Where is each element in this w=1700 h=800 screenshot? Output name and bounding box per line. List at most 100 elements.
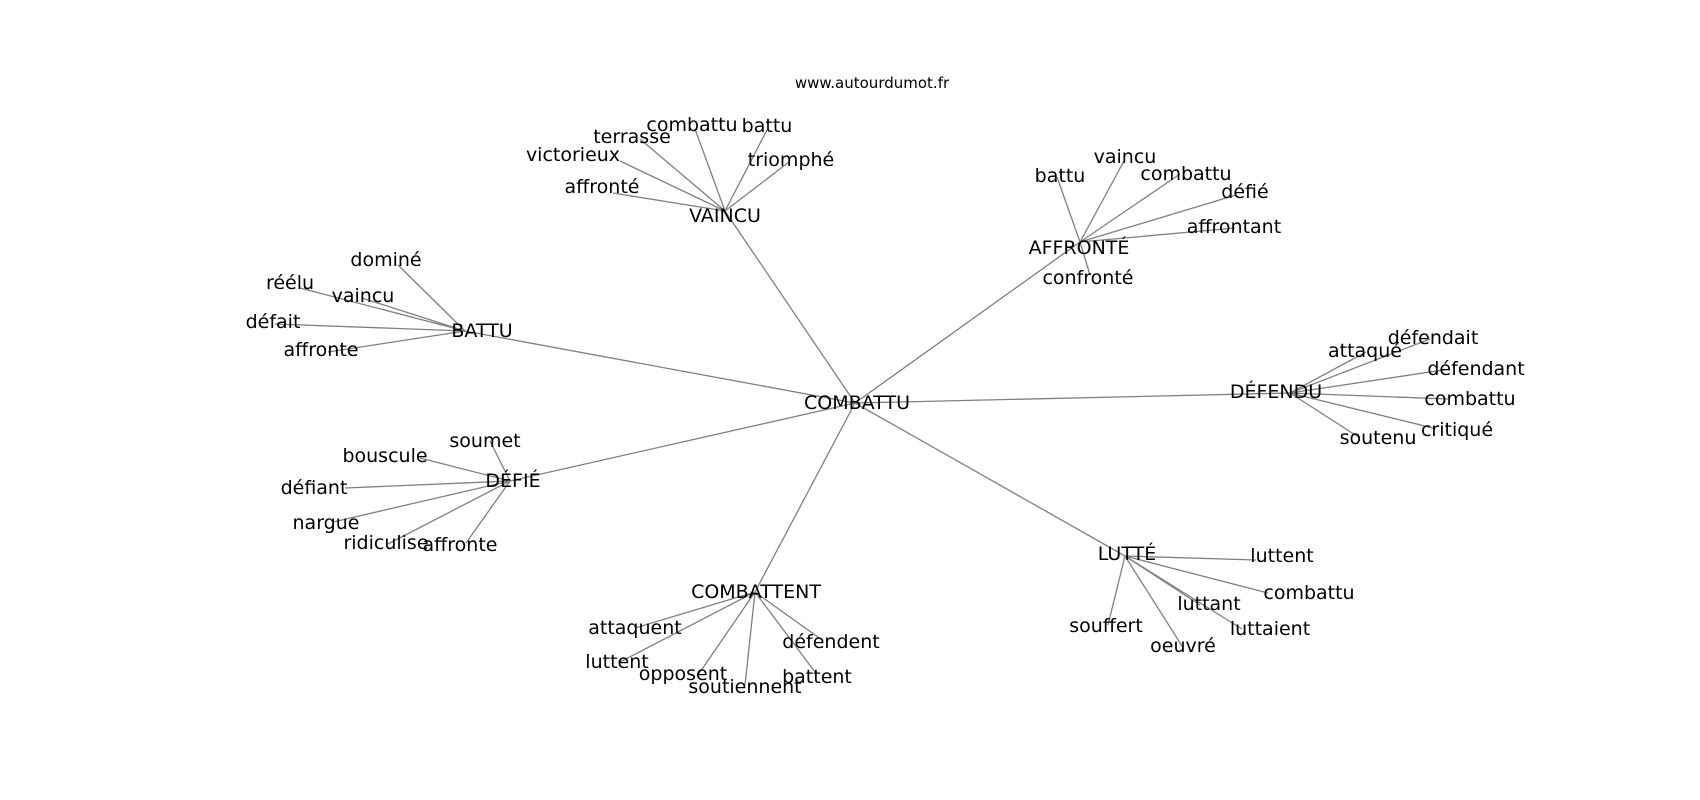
- leaf-node-battu-0[interactable]: dominé: [350, 249, 421, 271]
- edge-battu-1: [299, 287, 466, 332]
- edge-combattent-1: [619, 591, 756, 663]
- leaf-node-vaincu-4[interactable]: triomphé: [748, 149, 834, 171]
- edge-vaincu-3: [619, 160, 726, 212]
- leaf-node-battu-1[interactable]: réélu: [266, 272, 314, 294]
- site-url: www.autourdumot.fr: [795, 74, 950, 92]
- edge-defendu-5: [1289, 392, 1361, 439]
- edge-lutte-4: [1107, 555, 1126, 626]
- edge-defie-4: [387, 480, 511, 545]
- leaf-node-lutte-5[interactable]: oeuvré: [1150, 635, 1216, 657]
- leaf-node-combattent-0[interactable]: attaquent: [588, 617, 681, 639]
- edge-battu-4: [327, 330, 466, 353]
- edge-center-vaincu: [724, 210, 856, 404]
- edge-lutte-0: [1124, 555, 1257, 561]
- leaf-node-defie-2[interactable]: défiant: [281, 477, 348, 499]
- leaf-node-lutte-2[interactable]: luttant: [1177, 593, 1240, 615]
- leaf-node-vaincu-0[interactable]: combattu: [646, 114, 737, 136]
- edge-combattent-0: [634, 591, 756, 629]
- edge-center-lutte: [854, 402, 1126, 557]
- edge-defie-5: [465, 480, 511, 544]
- leaf-node-lutte-3[interactable]: luttaient: [1230, 618, 1310, 640]
- edge-defendu-0: [1289, 338, 1431, 394]
- hub-node-vaincu[interactable]: VAINCU: [689, 205, 761, 227]
- edge-battu-2: [361, 297, 466, 332]
- edge-affronte-5: [1079, 241, 1091, 276]
- leaf-node-defendu-5[interactable]: soutenu: [1340, 427, 1417, 449]
- edge-defie-1: [419, 457, 511, 482]
- edge-vaincu-2: [639, 138, 726, 212]
- edge-combattent-4: [754, 591, 823, 641]
- leaf-node-affronte-3[interactable]: défié: [1221, 181, 1268, 203]
- leaf-node-battu-4[interactable]: affronte: [284, 339, 359, 361]
- leaf-node-defendu-3[interactable]: combattu: [1424, 388, 1515, 410]
- leaf-node-defendu-2[interactable]: défendant: [1427, 358, 1524, 380]
- edge-vaincu-0: [694, 128, 726, 212]
- leaf-node-lutte-0[interactable]: luttent: [1250, 545, 1313, 567]
- leaf-node-vaincu-2[interactable]: terrasse: [593, 126, 671, 148]
- edge-combattent-3: [744, 591, 756, 686]
- edge-center-defendu: [854, 392, 1291, 404]
- leaf-node-affronte-2[interactable]: combattu: [1140, 163, 1231, 185]
- hub-node-defie[interactable]: DÉFIÉ: [485, 469, 540, 492]
- leaf-node-defie-4[interactable]: ridiculise: [343, 532, 428, 554]
- leaf-node-vaincu-5[interactable]: affronté: [565, 176, 640, 198]
- leaf-node-affronte-1[interactable]: vaincu: [1094, 146, 1157, 168]
- leaf-node-defie-0[interactable]: soumet: [449, 430, 520, 452]
- leaf-node-vaincu-1[interactable]: battu: [742, 115, 793, 137]
- hub-node-battu[interactable]: BATTU: [451, 320, 512, 342]
- leaf-node-lutte-1[interactable]: combattu: [1263, 582, 1354, 604]
- edge-affronte-4: [1079, 227, 1236, 243]
- edge-lutte-5: [1124, 555, 1183, 647]
- edge-defie-0: [489, 440, 511, 482]
- edge-affronte-2: [1079, 173, 1181, 243]
- leaf-node-combattent-4[interactable]: défendent: [782, 631, 879, 653]
- edge-defie-2: [344, 480, 511, 489]
- edge-defendu-1: [1289, 351, 1367, 394]
- hub-node-affronte[interactable]: AFFRONTÉ: [1029, 236, 1130, 259]
- edge-lutte-1: [1124, 555, 1269, 594]
- edge-combattent-2: [697, 591, 756, 676]
- leaf-node-battu-3[interactable]: défait: [246, 311, 301, 333]
- edge-vaincu-4: [724, 161, 790, 212]
- leaf-node-combattent-5[interactable]: battent: [782, 666, 852, 688]
- edge-battu-3: [274, 323, 466, 332]
- edge-affronte-3: [1079, 194, 1237, 243]
- edge-battu-0: [397, 264, 466, 332]
- leaf-node-battu-2[interactable]: vaincu: [332, 285, 395, 307]
- edge-defendu-3: [1289, 392, 1449, 400]
- center-node-label[interactable]: COMBATTU: [804, 392, 910, 414]
- edge-defendu-2: [1289, 368, 1451, 394]
- leaf-node-combattent-2[interactable]: opposent: [639, 663, 727, 685]
- leaf-node-defendu-0[interactable]: défendait: [1388, 327, 1479, 349]
- leaf-node-affronte-4[interactable]: affrontant: [1187, 216, 1281, 238]
- leaf-node-defie-1[interactable]: bouscule: [342, 445, 427, 467]
- leaf-node-affronte-5[interactable]: confronté: [1042, 267, 1133, 289]
- edge-defie-3: [332, 480, 511, 523]
- edge-affronte-1: [1079, 160, 1125, 243]
- edge-affronte-0: [1056, 176, 1081, 243]
- leaf-node-combattent-1[interactable]: luttent: [585, 651, 648, 673]
- leaf-node-defendu-1[interactable]: attaqué: [1328, 340, 1402, 362]
- edge-defendu-4: [1289, 392, 1434, 429]
- edge-center-combattent: [754, 402, 856, 593]
- edge-layer: [274, 128, 1451, 686]
- leaf-node-defendu-4[interactable]: critiqué: [1421, 419, 1493, 441]
- edge-vaincu-1: [724, 129, 768, 212]
- leaf-node-defie-3[interactable]: nargue: [293, 512, 360, 534]
- leaf-node-defie-5[interactable]: affronte: [423, 534, 498, 556]
- edge-combattent-5: [754, 591, 816, 673]
- leaf-node-lutte-4[interactable]: souffert: [1069, 615, 1143, 637]
- leaf-node-vaincu-3[interactable]: victorieux: [526, 144, 620, 166]
- edge-lutte-3: [1124, 555, 1243, 630]
- hub-node-defendu[interactable]: DÉFENDU: [1230, 380, 1322, 403]
- leaf-node-combattent-3[interactable]: soutiennent: [688, 676, 801, 698]
- hub-node-lutte[interactable]: LUTTÉ: [1098, 542, 1156, 565]
- edge-center-affronte: [854, 241, 1081, 404]
- edge-center-defie: [509, 402, 856, 482]
- edge-center-battu: [464, 330, 856, 404]
- edge-vaincu-5: [612, 192, 726, 212]
- leaf-node-affronte-0[interactable]: battu: [1035, 165, 1086, 187]
- hub-node-combattent[interactable]: COMBATTENT: [691, 581, 821, 603]
